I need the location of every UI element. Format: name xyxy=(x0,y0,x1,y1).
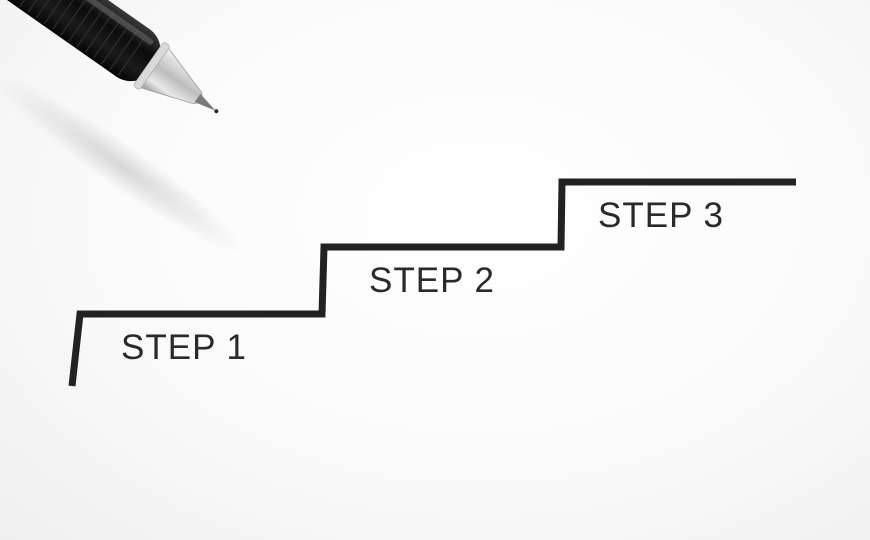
step-2-label: STEP 2 xyxy=(369,261,495,300)
step-1-label: STEP 1 xyxy=(121,328,247,367)
ballpoint-pen-icon xyxy=(0,0,219,114)
step-3-label: STEP 3 xyxy=(598,196,724,235)
pen-shadow xyxy=(0,77,244,253)
staircase-line xyxy=(68,178,796,387)
